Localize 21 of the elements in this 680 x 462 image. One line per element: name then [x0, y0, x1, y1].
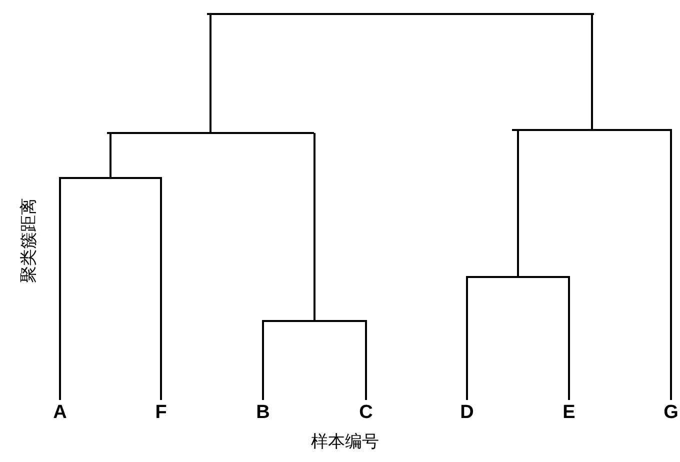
tree-line: [365, 321, 367, 400]
leaf-label: A: [45, 402, 75, 424]
tree-line: [314, 133, 316, 321]
leaf-label: G: [656, 402, 680, 424]
leaf-label: E: [554, 402, 584, 424]
tree-line: [59, 178, 61, 400]
tree-line: [210, 14, 212, 133]
tree-line: [670, 130, 672, 400]
tree-line: [466, 277, 468, 400]
tree-line: [262, 321, 264, 400]
leaf-label: B: [248, 402, 278, 424]
leaf-label: C: [351, 402, 381, 424]
y-axis-title: 聚类簇距离: [18, 198, 38, 282]
tree-line: [110, 133, 112, 178]
tree-line: [568, 277, 570, 400]
leaf-label: D: [452, 402, 482, 424]
tree-line: [517, 130, 519, 277]
x-axis-title: 样本编号: [311, 430, 379, 452]
leaf-label: F: [146, 402, 176, 424]
tree-line: [591, 14, 593, 130]
tree-line: [160, 178, 162, 400]
